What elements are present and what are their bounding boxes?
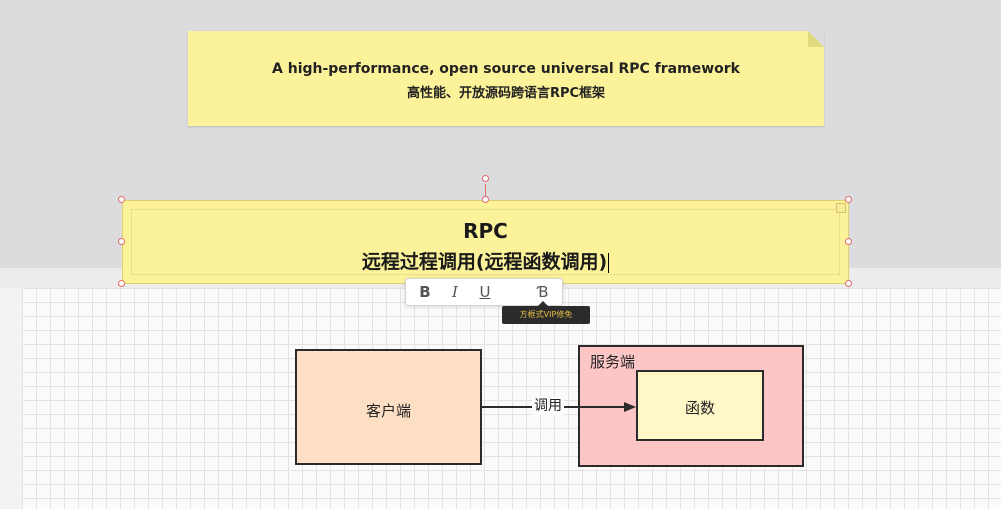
rpc-subtitle: 远程过程调用(远程函数调用) (123, 247, 848, 274)
function-box[interactable]: 函数 (636, 370, 764, 441)
resize-handle-bottom-right[interactable] (845, 280, 852, 287)
rpc-subtitle-text: 远程过程调用(远程函数调用) (361, 251, 608, 273)
bold-button[interactable]: B (419, 283, 431, 301)
italic-button[interactable]: I (452, 283, 458, 301)
note-corner-icon (836, 203, 846, 213)
rpc-text-box[interactable]: RPC 远程过程调用(远程函数调用) (122, 200, 849, 284)
resize-handle-right[interactable] (845, 238, 852, 245)
clear-format-button[interactable]: Ɓ (537, 283, 549, 301)
resize-handle-top[interactable] (482, 196, 489, 203)
resize-handle-top-left[interactable] (118, 196, 125, 203)
resize-handle-left[interactable] (118, 238, 125, 245)
function-label: 函数 (684, 399, 715, 417)
note-subtitle: 高性能、开放源码跨语言RPC框架 (406, 86, 606, 101)
sticky-note[interactable]: A high-performance, open source universa… (188, 31, 824, 126)
note-title: A high-performance, open source universa… (272, 61, 740, 77)
note-fold-corner (808, 31, 824, 47)
text-edit-area[interactable] (131, 209, 840, 275)
toolbar-tooltip: 方框式VIP修免 (502, 301, 590, 324)
text-format-toolbar: B I U Ɓ (405, 278, 563, 306)
underline-button[interactable]: U (479, 283, 491, 301)
resize-handle-bottom-left[interactable] (118, 280, 125, 287)
canvas-left-margin (0, 288, 22, 509)
server-label: 服务端 (590, 353, 636, 371)
call-label: 调用 (532, 397, 564, 415)
rotation-stem (485, 184, 486, 200)
rpc-title: RPC (463, 219, 508, 243)
resize-handle-top-right[interactable] (845, 196, 852, 203)
client-box[interactable]: 客户端 (295, 349, 482, 465)
text-caret (608, 252, 610, 273)
grid-canvas[interactable] (22, 288, 1001, 509)
client-label: 客户端 (365, 402, 411, 420)
rotate-handle[interactable] (482, 175, 489, 182)
